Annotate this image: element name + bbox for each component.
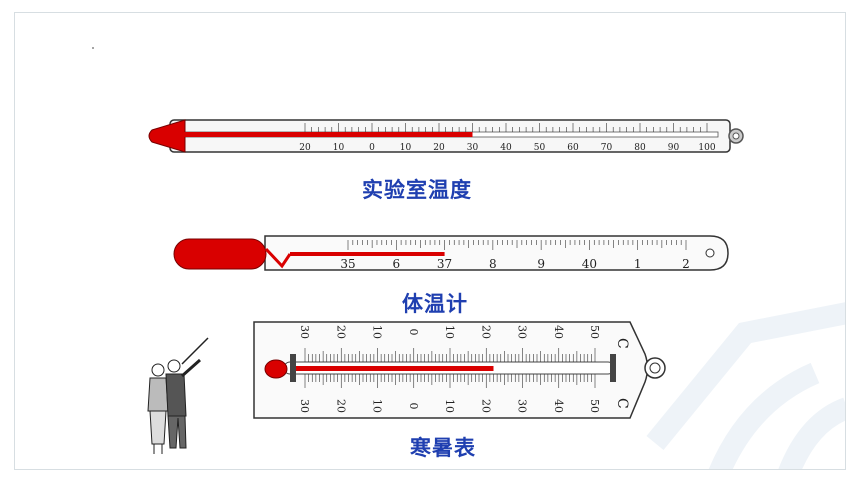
wall-scale-label: 30 [298, 325, 311, 339]
clinical-thermometer: 35 6 37 8 9 40 1 2 [173, 235, 729, 271]
lab-scale-label: 70 [601, 143, 613, 153]
clinical-scale-label: 40 [582, 257, 597, 271]
clinical-ticks [347, 240, 687, 250]
clinical-scale-label: 1 [634, 257, 642, 271]
wall-mercury [296, 366, 494, 371]
clinical-scale-label: 2 [682, 257, 690, 271]
presenter-figure-icon [147, 337, 209, 454]
clinical-bulb [173, 238, 267, 270]
clinical-scale-labels: 35 6 37 8 9 40 1 2 [340, 257, 689, 271]
wall-scale-label: 10 [371, 399, 384, 413]
wall-scale-label: 30 [298, 399, 311, 413]
lab-scale-label: 60 [567, 143, 579, 153]
wall-scale-label: 40 [552, 325, 565, 339]
stray-dot [92, 47, 94, 49]
wall-scale-labels: 30 30 20 20 10 10 0 0 10 10 20 20 30 30 40 40 50 50 [298, 325, 601, 413]
clinical-constriction [264, 247, 292, 269]
wall-unit-bottom: C [614, 398, 630, 409]
wall-scale-label: 10 [443, 325, 456, 339]
wall-scale-label: 40 [552, 399, 565, 413]
wall-scale-label: 20 [479, 399, 492, 413]
wall-thermometer: 30 30 20 20 10 10 0 0 10 10 20 20 30 30 40 40 50 50 C C [253, 321, 666, 419]
clinical-tube [264, 235, 729, 271]
lab-scale-label: 10 [333, 143, 345, 153]
wall-scale-label: 50 [588, 325, 601, 339]
wall-scale-label: 20 [334, 325, 347, 339]
wall-caption: 寒暑表 [410, 436, 476, 460]
wall-scale-label: 10 [371, 325, 384, 339]
clinical-scale-label: 35 [340, 257, 355, 271]
clinical-scale-label: 9 [537, 257, 545, 271]
lab-scale-label: 90 [668, 143, 680, 153]
lab-mercury [180, 132, 473, 137]
wall-bulb [264, 359, 288, 379]
wall-scale-label: 20 [334, 399, 347, 413]
wall-scale-label: 0 [407, 329, 420, 336]
watermark-logo-icon [646, 302, 845, 469]
clinical-scale-label: 37 [437, 257, 452, 271]
clinical-scale-label: 6 [392, 257, 400, 271]
wall-scale-label: 30 [516, 399, 529, 413]
lab-scale-label: 10 [400, 143, 412, 153]
wall-ticks [304, 348, 596, 388]
lab-scale-label: 20 [299, 143, 311, 153]
lab-scale-label: 40 [500, 143, 512, 153]
wall-scale-label: 10 [443, 399, 456, 413]
lab-scale-label: 20 [433, 143, 445, 153]
lab-ticks [304, 123, 708, 132]
lab-scale-label: 0 [369, 143, 375, 153]
wall-scale-label: 0 [407, 403, 420, 410]
lab-scale-label: 80 [634, 143, 646, 153]
clinical-caption: 体温计 [402, 292, 468, 316]
lab-scale-label: 100 [698, 143, 715, 153]
wall-scale-label: 50 [588, 399, 601, 413]
lab-caption: 实验室温度 [362, 178, 472, 202]
lab-scale-label: 50 [534, 143, 546, 153]
lab-bulb [148, 119, 186, 153]
clinical-mercury [290, 252, 445, 256]
wall-unit-top: C [614, 338, 630, 349]
lab-scale-label: 30 [467, 143, 479, 153]
wall-scale-label: 20 [479, 325, 492, 339]
clinical-scale-label: 8 [489, 257, 497, 271]
wall-scale-label: 30 [516, 325, 529, 339]
